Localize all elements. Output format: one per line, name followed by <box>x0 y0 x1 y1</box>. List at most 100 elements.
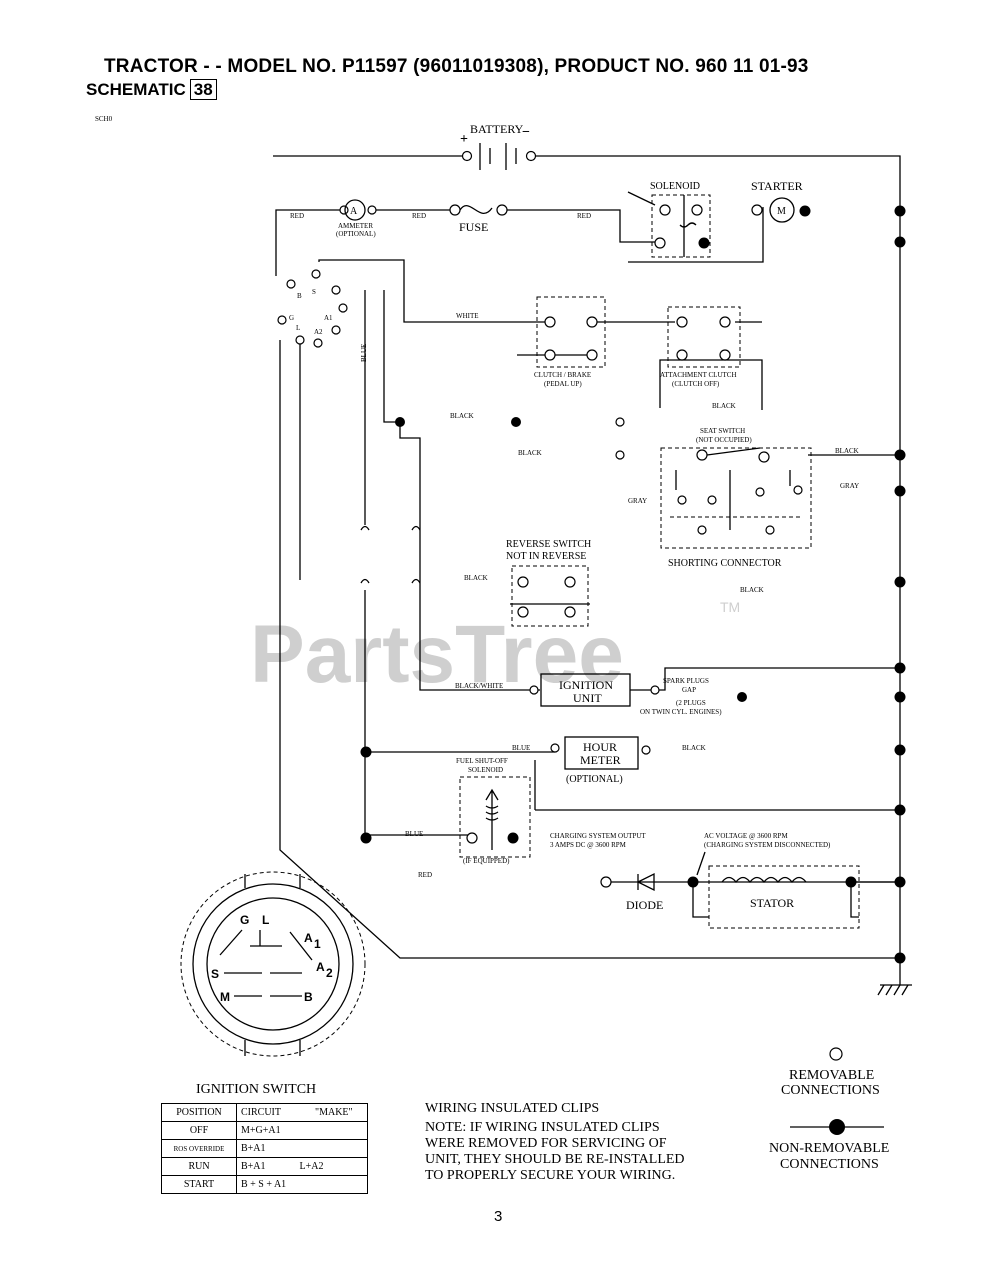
wire-label-black-white: BLACK/WHITE <box>455 682 503 690</box>
diode-label: DIODE <box>626 898 663 912</box>
switch-pos-s: S <box>211 967 219 981</box>
table-cell-circuit: M+G+A1 <box>236 1121 368 1140</box>
wiring-clips-note: WIRING INSULATED CLIPS NOTE: IF WIRING I… <box>425 1101 685 1183</box>
hour-meter-label: HOUR <box>583 740 617 754</box>
wire-label-black: BLACK <box>712 402 736 410</box>
terminal-b: B <box>297 292 302 300</box>
wire-label-red: RED <box>290 212 304 220</box>
reverse-switch-state: NOT IN REVERSE <box>506 551 586 562</box>
charging-output-value: 3 AMPS DC @ 3600 RPM <box>550 841 627 849</box>
clips-note-line: WERE REMOVED FOR SERVICING OF <box>425 1136 667 1151</box>
table-header-row: POSITION CIRCUIT "MAKE" <box>161 1103 368 1122</box>
table-header-circuit: CIRCUIT <box>241 1107 281 1118</box>
battery-label: BATTERY <box>470 122 524 136</box>
terminal-a2: A2 <box>314 328 323 336</box>
hour-meter-label-2: METER <box>580 753 621 767</box>
table-header-make: "MAKE" <box>315 1107 353 1118</box>
page-number: 3 <box>494 1208 503 1225</box>
attachment-clutch-state: (CLUTCH OFF) <box>672 380 720 388</box>
junctions <box>360 205 906 964</box>
seat-switch-state: (NOT OCCUPIED) <box>696 436 752 444</box>
starter-m: M <box>777 206 786 217</box>
switch-pos-g: G <box>240 913 249 927</box>
fuse-label: FUSE <box>459 220 488 234</box>
table-header: POSITION <box>161 1103 237 1122</box>
schematic-label-text: SCHEMATIC <box>86 80 186 99</box>
wire-label-black: BLACK <box>682 744 706 752</box>
table-cell-circuit: B+A1 <box>236 1139 368 1158</box>
wire-label-red: RED <box>418 871 432 879</box>
wire-label-blue: BLUE <box>405 830 423 838</box>
legend: REMOVABLE CONNECTIONS NON-REMOVABLE CONN… <box>769 1047 889 1172</box>
ammeter-label: AMMETER <box>338 222 373 230</box>
terminal-g: G <box>289 314 294 322</box>
ac-voltage-note: (CHARGING SYSTEM DISCONNECTED) <box>704 841 831 849</box>
terminal-a1: A1 <box>324 314 333 322</box>
switch-pos-a2: A <box>316 960 325 974</box>
clips-title: WIRING INSULATED CLIPS <box>425 1101 599 1116</box>
terminal-l: L <box>296 324 300 332</box>
ignition-switch-label: IGNITION SWITCH <box>196 1082 316 1097</box>
wire-label-gray: GRAY <box>840 482 859 490</box>
spark-plugs-count: (2 PLUGS <box>676 699 706 707</box>
switch-pos-a1: A <box>304 931 313 945</box>
wire-label-black: BLACK <box>464 574 488 582</box>
ignition-unit: IGNITION UNIT SPARK PLUGS GAP (2 PLUGS O… <box>529 673 747 716</box>
legend-non-removable-2: CONNECTIONS <box>780 1157 879 1172</box>
removable-connection-symbol <box>829 1047 843 1061</box>
ignition-unit-label: IGNITION <box>559 678 613 692</box>
reverse-switch-label: REVERSE SWITCH <box>506 539 591 550</box>
attachment-clutch-switch: ATTACHMENT CLUTCH (CLUTCH OFF) <box>660 306 741 388</box>
table-cell-position: ROS OVERRIDE <box>161 1139 237 1158</box>
battery: BATTERY + − <box>460 122 537 170</box>
wire-label-red: RED <box>577 212 591 220</box>
switch-pos-b: B <box>304 990 313 1004</box>
charging-output-label: CHARGING SYSTEM OUTPUT <box>550 832 646 840</box>
ignition-unit-label-2: UNIT <box>573 691 602 705</box>
ignition-switch-terminals: B S A1 G L A2 <box>277 269 348 348</box>
watermark: PartsTree <box>250 609 624 700</box>
wire-label-blue: BLUE <box>512 744 530 752</box>
non-removable-connection-symbol <box>829 1119 845 1135</box>
switch-pos-m: M <box>220 990 230 1004</box>
table-cell-position: START <box>161 1175 237 1194</box>
clips-note-line: TO PROPERLY SECURE YOUR WIRING. <box>425 1168 675 1183</box>
charging-system: CHARGING SYSTEM OUTPUT 3 AMPS DC @ 3600 … <box>550 832 860 929</box>
switch-pos-a2-sub: 2 <box>326 966 333 980</box>
wire-label-red: RED <box>412 212 426 220</box>
wires <box>273 155 912 996</box>
wire-label-black: BLACK <box>835 447 859 455</box>
ac-voltage-label: AC VOLTAGE @ 3600 RPM <box>704 832 788 840</box>
table-row: ROS OVERRIDE B+A1 <box>161 1139 368 1158</box>
ignition-switch-table: POSITION CIRCUIT "MAKE" OFF M+G+A1 ROS OV… <box>161 1103 368 1194</box>
switch-pos-l: L <box>262 913 269 927</box>
ammeter: A AMMETER (OPTIONAL) <box>336 199 377 238</box>
hour-meter-optional: (OPTIONAL) <box>566 774 623 785</box>
watermark-tm: TM <box>720 599 740 615</box>
spark-plugs-note: ON TWIN CYL. ENGINES) <box>640 708 722 716</box>
wire-label-white: WHITE <box>456 312 479 320</box>
fuse: FUSE <box>449 204 508 234</box>
solenoid-label: SOLENOID <box>650 181 700 192</box>
attachment-clutch-label: ATTACHMENT CLUTCH <box>660 371 737 379</box>
spark-plugs-label: SPARK PLUGS <box>663 677 709 685</box>
shorting-connector-label: SHORTING CONNECTOR <box>668 558 782 569</box>
legend-removable: REMOVABLE <box>789 1068 874 1083</box>
table-row: START B + S + A1 <box>161 1175 368 1194</box>
solenoid: SOLENOID <box>627 181 711 258</box>
wire-label-gray: GRAY <box>628 497 647 505</box>
table-row: OFF M+G+A1 <box>161 1121 368 1140</box>
legend-non-removable: NON-REMOVABLE <box>769 1141 889 1156</box>
ammeter-optional: (OPTIONAL) <box>336 230 376 238</box>
hour-meter: HOUR METER (OPTIONAL) <box>550 736 651 785</box>
starter: M STARTER <box>751 179 811 223</box>
page-title: TRACTOR - - MODEL NO. P11597 (9601101930… <box>104 56 809 77</box>
fuel-solenoid-label-2: SOLENOID <box>468 766 503 774</box>
table-cell-circuit-extra: L+A2 <box>299 1161 324 1172</box>
table-cell-position: OFF <box>161 1121 237 1140</box>
reverse-switch: REVERSE SWITCH NOT IN REVERSE <box>506 539 591 627</box>
